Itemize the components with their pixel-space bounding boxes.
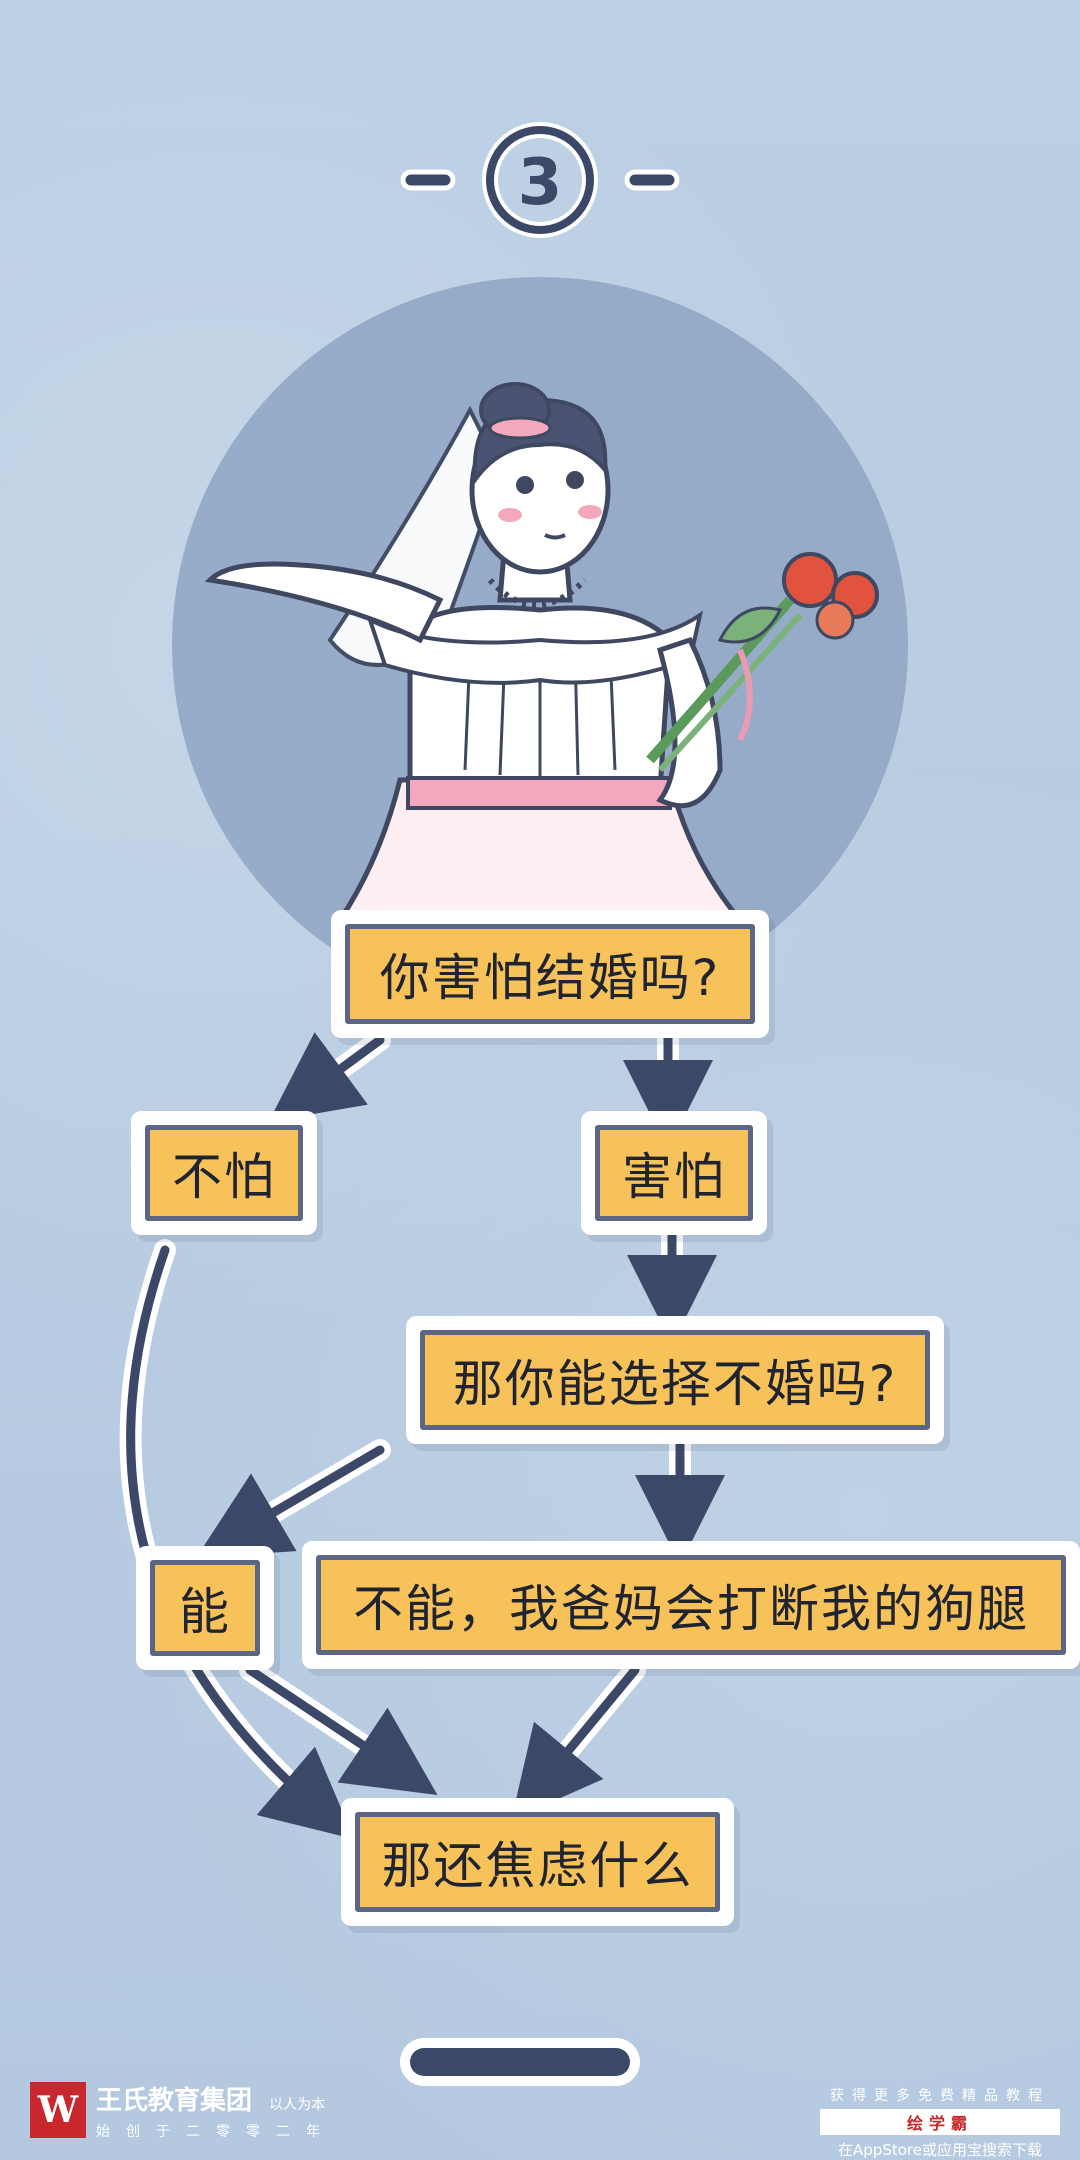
step-badge: 3 [400,122,680,238]
necklace [487,577,588,608]
step-number: 3 [518,146,563,220]
brand-slogan: 以人为本 [269,2096,326,2113]
arrow-nofear-to-result [126,1245,355,1840]
answer-cannot: 不能，我爸妈会打断我的狗腿 [316,1555,1066,1655]
arrow-can-to-result [245,1665,438,1795]
promo-line-3: 在AppStore或应用宝搜索下载 [838,2141,1042,2159]
promo-app-name: 绘学霸 [820,2109,1060,2135]
bouquet [646,552,879,773]
app-promo: 获得更多免费精品教程 绘学霸 在AppStore或应用宝搜索下载 [820,2085,1060,2160]
brand-subtitle: 始创于二零零二年 [96,2123,336,2140]
brand-name: 王氏教育集团 [96,2085,253,2116]
hair-scrunchie [488,416,552,440]
dress-skirt [335,777,746,923]
brand-block: W 王氏教育集团 以人为本 始创于二零零二年 [30,2080,336,2140]
result-why-anxious: 那还焦虑什么 [355,1812,720,1912]
arrow-q1-to-nofear [268,1032,385,1122]
dress-sash [406,776,672,810]
bottom-bar [410,2048,630,2076]
left-arm [204,561,444,644]
answer-afraid: 害怕 [595,1125,753,1221]
brand-logo-icon: W [30,2082,86,2138]
question-can-choose-not-marry: 那你能选择不婚吗? [420,1330,930,1430]
arrow-q2-to-can [196,1445,385,1558]
answer-not-afraid: 不怕 [145,1125,303,1221]
promo-line-1: 获得更多免费精品教程 [830,2088,1050,2104]
question-afraid-of-marriage: 你害怕结婚吗? [345,924,755,1024]
dress-ruffle [366,610,704,685]
arrow-cannot-to-result [511,1665,640,1820]
answer-can: 能 [150,1560,260,1656]
